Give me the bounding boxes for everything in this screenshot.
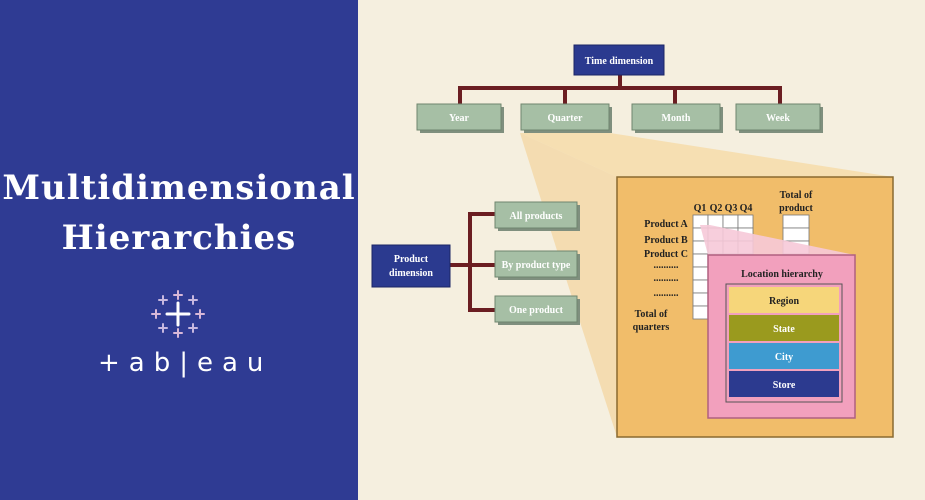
product-row-label: Product C xyxy=(644,249,688,260)
total-product-cell xyxy=(782,214,810,229)
product-dimension-box xyxy=(371,244,451,288)
location-level-region xyxy=(729,287,839,313)
quarter-header-q3: Q3 xyxy=(725,203,738,214)
product-row-label: .......... xyxy=(654,288,680,299)
quarter-header-q2: Q2 xyxy=(710,203,723,214)
product-dimension-label-1: Product xyxy=(394,254,429,265)
location-hierarchy-title: Location hierarchy xyxy=(741,269,823,280)
by-product-type-box xyxy=(494,250,578,278)
total-product-cell xyxy=(782,227,810,242)
time-dimension-box xyxy=(573,44,665,76)
product-connectors xyxy=(448,212,496,312)
total-of-product-label-1: Total of xyxy=(780,190,813,201)
product-row-label: Product A xyxy=(644,219,688,230)
location-level-city-label: City xyxy=(775,352,793,363)
year-label: Year xyxy=(449,113,470,124)
location-level-store-label: Store xyxy=(773,380,796,391)
location-level-city xyxy=(729,343,839,369)
year-box xyxy=(416,103,502,131)
location-levels-frame xyxy=(725,283,843,403)
total-quarters-label-1: Total of xyxy=(635,309,668,320)
banner-title-line2: Hierarchies xyxy=(61,218,297,258)
month-label: Month xyxy=(662,113,691,124)
total-of-product-label-2: product xyxy=(779,203,813,214)
by-product-type-label: By product type xyxy=(502,260,571,271)
zoom-wedge-left xyxy=(520,133,617,437)
one-product-label: One product xyxy=(509,305,564,316)
tableau-logo-icon xyxy=(151,290,205,338)
location-level-store xyxy=(729,371,839,397)
time-children: Year Quarter Month Week xyxy=(416,103,823,133)
product-row-labels: Product A Product B Product C.............… xyxy=(644,219,688,299)
week-box xyxy=(735,103,821,131)
banner-title-line1: Multidimensional xyxy=(2,168,356,208)
location-level-state xyxy=(729,315,839,341)
location-level-region-label: Region xyxy=(769,296,799,307)
total-quarters-label-2: quarters xyxy=(633,322,670,333)
all-products-box xyxy=(494,201,578,229)
quarter-label: Quarter xyxy=(548,113,584,124)
grid-cell xyxy=(737,214,754,229)
all-products-label: All products xyxy=(510,211,563,222)
location-level-state-label: State xyxy=(773,324,795,335)
grid-cell xyxy=(692,253,709,268)
one-product-box xyxy=(494,295,578,323)
week-label: Week xyxy=(766,113,790,124)
grid-cell xyxy=(692,305,709,320)
grid-cell xyxy=(692,279,709,294)
time-dimension-label: Time dimension xyxy=(585,56,654,67)
quarter-header-q4: Q4 xyxy=(740,203,753,214)
zoom-wedge-top xyxy=(520,133,893,177)
location-zoom-wedge xyxy=(700,225,855,255)
grid-cell xyxy=(692,266,709,281)
product-row-label: Product B xyxy=(644,235,688,246)
grid-cell xyxy=(722,214,739,229)
quarter-box xyxy=(520,103,610,131)
grid-cell xyxy=(692,292,709,307)
month-box xyxy=(631,103,721,131)
time-connectors xyxy=(458,72,782,104)
product-dimension-label-2: dimension xyxy=(389,268,433,279)
product-row-label: .......... xyxy=(654,260,680,271)
product-row-label: .......... xyxy=(654,273,680,284)
left-banner: Multidimensional Hierarchies +ab|eau xyxy=(0,0,358,500)
tableau-wordmark: +ab|eau xyxy=(98,348,273,378)
quarter-header-q1: Q1 xyxy=(694,203,707,214)
